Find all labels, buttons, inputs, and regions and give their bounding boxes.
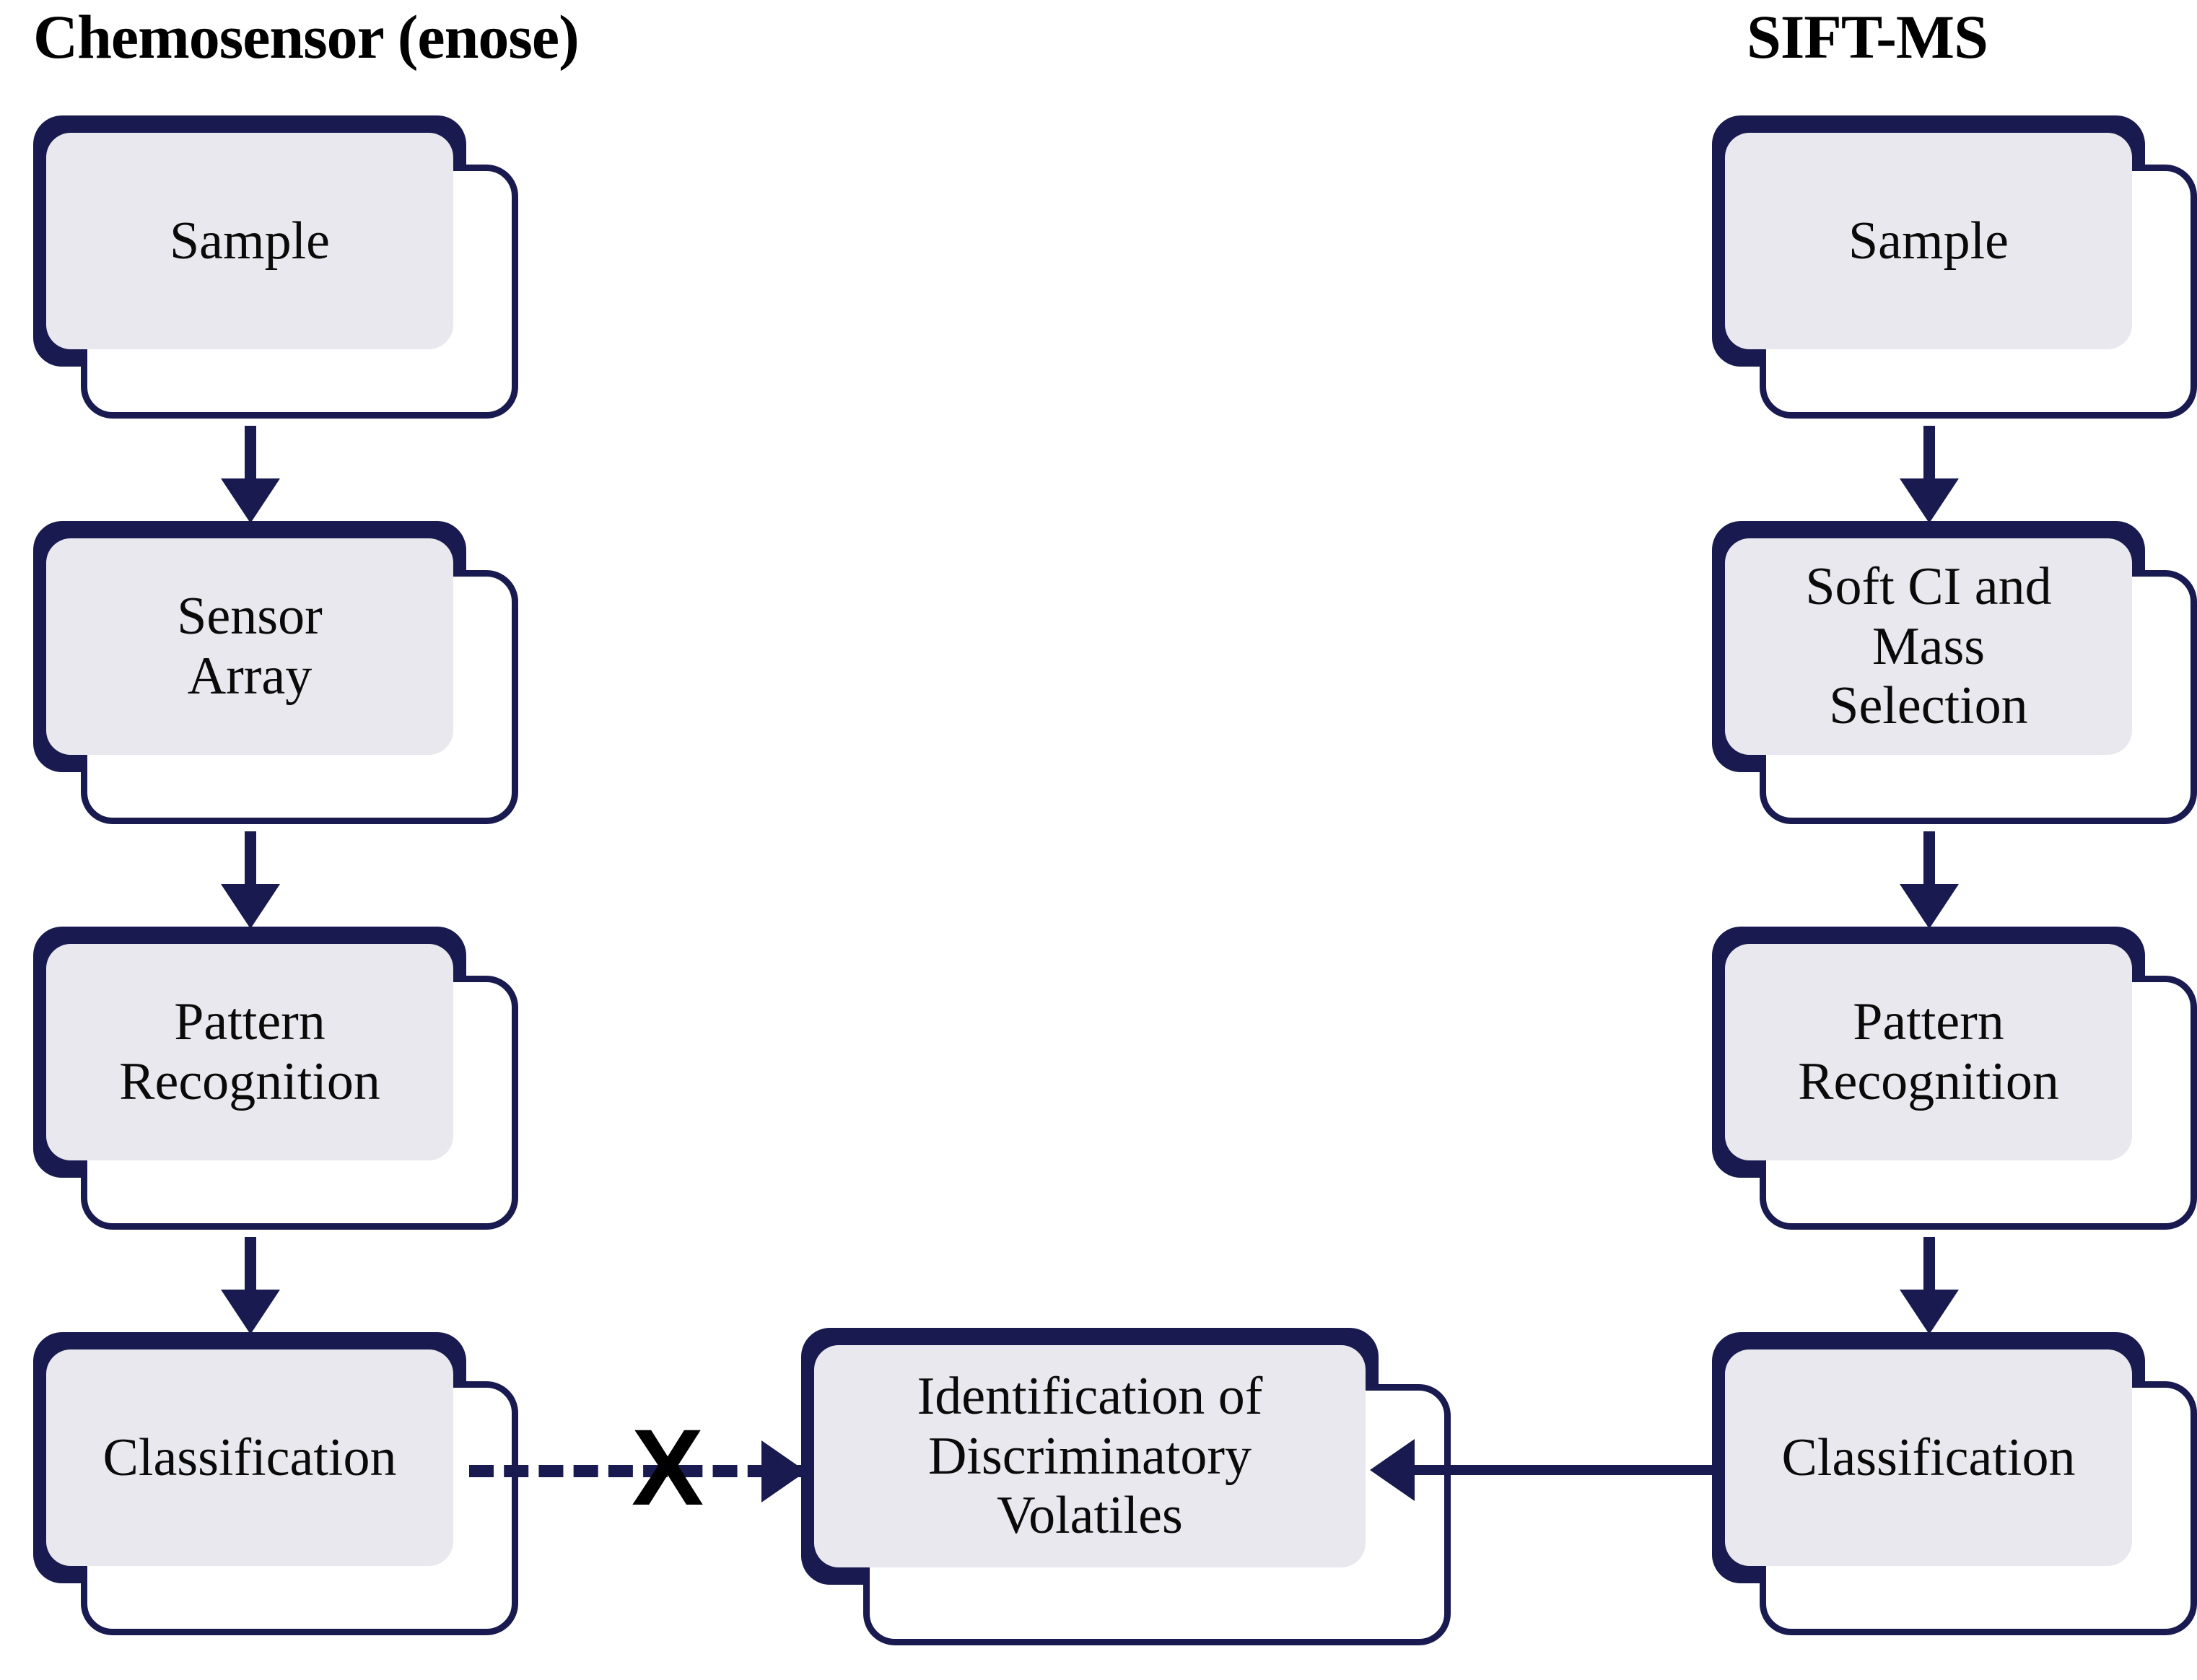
arrow-head-down-icon (221, 478, 280, 523)
node-cs-classification[interactable]: Classification (33, 1332, 518, 1635)
arrow-cs-sample-to-sensor (221, 426, 280, 523)
node-label: Identification of Discriminatory Volatil… (917, 1366, 1263, 1546)
node-ms-sample[interactable]: Sample (1712, 115, 2197, 419)
arrow-ms-pattern-to-classify (1900, 1237, 1959, 1334)
arrow-head-down-icon (1900, 1290, 1959, 1334)
node-inner-panel: Sample (1725, 133, 2132, 349)
node-inner-panel: Classification (1725, 1349, 2132, 1566)
node-identification-of-discriminatory-volatiles[interactable]: Identification of Discriminatory Volatil… (801, 1328, 1451, 1645)
node-label: Sensor Array (177, 587, 323, 706)
node-inner-panel: Sensor Array (46, 538, 453, 755)
blocked-x-icon: X (632, 1406, 704, 1528)
node-inner-panel: Pattern Recognition (46, 944, 453, 1160)
node-label: Soft CI and Mass Selection (1805, 556, 2052, 736)
node-inner-panel: Pattern Recognition (1725, 944, 2132, 1160)
arrow-cs-pattern-to-classify (221, 1237, 280, 1334)
arrow-shaft (245, 426, 256, 484)
arrow-ms-softci-to-pattern (1900, 831, 1959, 929)
connector-ms-classify-to-center-line (1415, 1465, 1744, 1475)
arrow-head-down-icon (1900, 478, 1959, 523)
node-inner-panel: Sample (46, 133, 453, 349)
connector-cs-classify-to-center-dashed (469, 1465, 807, 1477)
arrow-shaft (1923, 831, 1935, 889)
arrow-head-left-icon (1370, 1439, 1415, 1501)
column-title-siftms: SIFT-MS (1747, 2, 1988, 71)
arrow-shaft (245, 1237, 256, 1295)
arrow-head-down-icon (221, 884, 280, 929)
node-inner-panel: Classification (46, 1349, 453, 1566)
node-ms-classification[interactable]: Classification (1712, 1332, 2197, 1635)
node-label: Pattern Recognition (1798, 992, 2059, 1111)
arrow-ms-sample-to-softci (1900, 426, 1959, 523)
node-ms-pattern-recognition[interactable]: Pattern Recognition (1712, 927, 2197, 1230)
node-label: Classification (1781, 1427, 2076, 1487)
arrow-shaft (1923, 426, 1935, 484)
node-cs-sample[interactable]: Sample (33, 115, 518, 419)
node-cs-pattern-recognition[interactable]: Pattern Recognition (33, 927, 518, 1230)
node-label: Sample (170, 211, 330, 271)
column-title-chemosensor: Chemosensor (enose) (33, 2, 580, 71)
arrow-shaft (245, 831, 256, 889)
arrow-head-down-icon (1900, 884, 1959, 929)
node-inner-panel: Soft CI and Mass Selection (1725, 538, 2132, 755)
arrow-cs-sensor-to-pattern (221, 831, 280, 929)
node-label: Classification (102, 1427, 397, 1487)
node-label: Sample (1848, 211, 2009, 271)
arrow-shaft (1923, 1237, 1935, 1295)
arrow-head-down-icon (221, 1290, 280, 1334)
node-inner-panel: Identification of Discriminatory Volatil… (814, 1345, 1366, 1567)
node-ms-soft-ci-mass-selection[interactable]: Soft CI and Mass Selection (1712, 521, 2197, 824)
arrow-head-right-icon (761, 1440, 806, 1502)
node-label: Pattern Recognition (119, 992, 380, 1111)
node-cs-sensor-array[interactable]: Sensor Array (33, 521, 518, 824)
